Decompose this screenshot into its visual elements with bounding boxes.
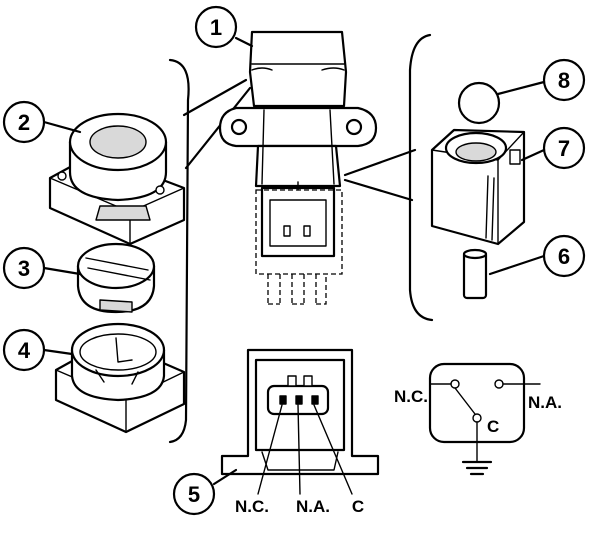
callout-5: 5 (172, 468, 238, 516)
callout-8: 8 (542, 58, 586, 102)
callout-2: 2 (2, 100, 82, 144)
schematic-label-na: N.A. (528, 393, 562, 412)
callout-7: 7 (542, 126, 586, 170)
switch-schematic (428, 362, 541, 476)
right-bracket-outline (408, 33, 434, 322)
round-boss-housing (48, 112, 186, 246)
callout-5-number: 5 (188, 482, 200, 507)
connector-label-na: N.A. (296, 497, 330, 516)
callout-4-number: 4 (18, 338, 31, 363)
callout-1: 1 (194, 5, 254, 49)
callout-1-number: 1 (210, 15, 222, 40)
callout-8-number: 8 (558, 68, 570, 93)
callout-3-number: 3 (18, 256, 30, 281)
schematic-label-nc: N.C. (394, 387, 428, 406)
cup-housing (54, 322, 186, 434)
callout-6-number: 6 (558, 244, 570, 269)
left-bracket-outline (168, 58, 190, 444)
callout-7-number: 7 (558, 136, 570, 161)
connector-front-view (220, 348, 380, 495)
steel-ball (457, 80, 546, 125)
callout-4: 4 (2, 328, 74, 372)
schematic-label-c: C (487, 417, 499, 436)
plunger-pin (462, 248, 546, 300)
switch-body (218, 30, 378, 305)
callout-6: 6 (542, 234, 586, 278)
connector-label-nc: N.C. (235, 497, 269, 516)
callout-2-number: 2 (18, 110, 30, 135)
square-housing (430, 128, 546, 246)
connector-label-c: C (352, 497, 364, 516)
round-cap (76, 242, 156, 314)
callout-3: 3 (2, 246, 82, 290)
exploded-leader-lines (182, 78, 417, 202)
